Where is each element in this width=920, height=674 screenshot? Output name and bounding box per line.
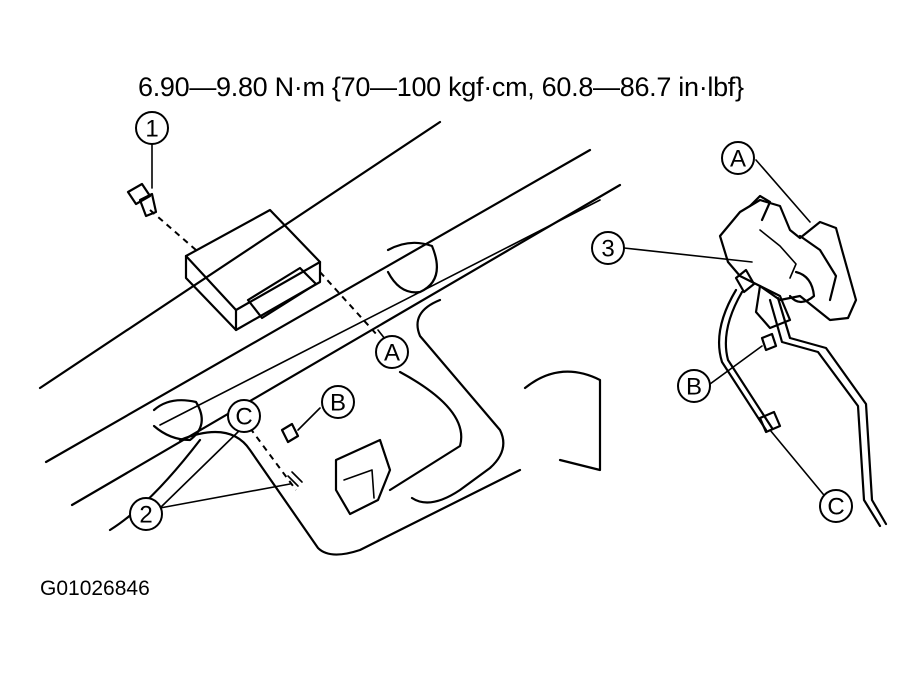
callout-c-right: C — [819, 489, 853, 523]
bracket — [184, 208, 322, 332]
svg-text:1: 1 — [145, 116, 158, 143]
svg-text:B: B — [686, 374, 702, 401]
callout-b-left: B — [321, 385, 355, 419]
body-panel-outline — [38, 120, 622, 556]
callout-a-left: A — [375, 335, 409, 369]
svg-text:B: B — [330, 390, 346, 417]
svg-text:C: C — [235, 404, 252, 431]
clip — [280, 422, 303, 487]
leader-lines-right — [623, 159, 829, 501]
callout-3: 3 — [591, 231, 625, 265]
torque-specification: 6.90—9.80 N·m {70—100 kgf·cm, 60.8—86.7 … — [138, 72, 744, 102]
cable-and-rod — [718, 288, 888, 528]
callout-a-right: A — [721, 141, 755, 175]
svg-text:A: A — [384, 340, 400, 367]
callout-1: 1 — [135, 111, 169, 145]
latch-assembly — [718, 194, 858, 330]
figure-id: G01026846 — [40, 577, 150, 600]
svg-text:2: 2 — [139, 502, 152, 529]
svg-text:3: 3 — [601, 236, 614, 263]
bolt — [126, 182, 197, 251]
assembly-line-a — [319, 271, 379, 337]
assembly-line-c — [249, 427, 297, 491]
callout-c-left: C — [227, 399, 261, 433]
callout-b-right: B — [677, 369, 711, 403]
svg-text:C: C — [827, 494, 844, 521]
svg-text:A: A — [730, 146, 746, 173]
callout-2: 2 — [129, 497, 163, 531]
